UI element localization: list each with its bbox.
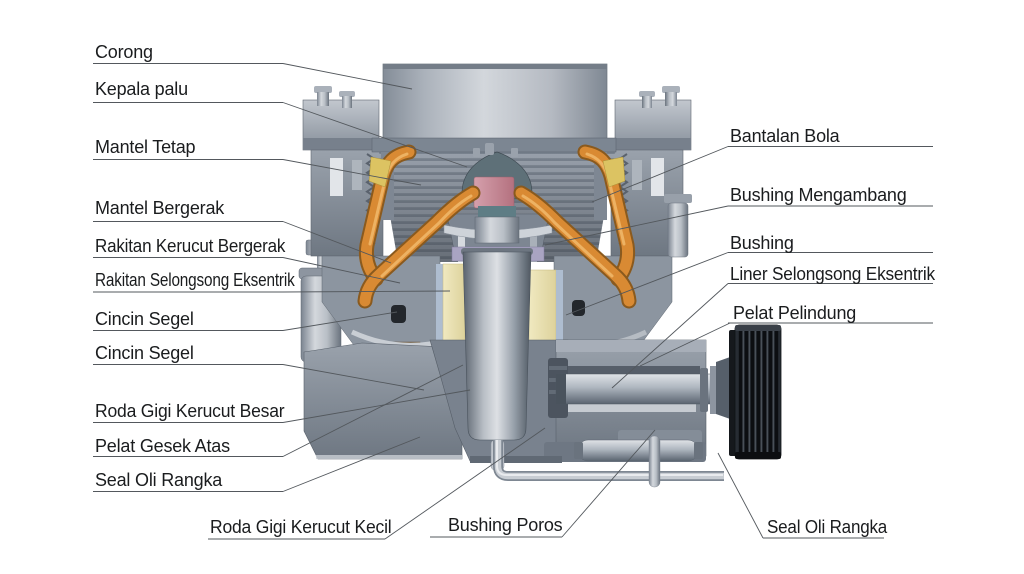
leader-pelat-pelindung	[639, 322, 731, 367]
leader-corong	[282, 63, 413, 90]
leader-mantel-bergerak	[282, 221, 392, 264]
leader-bushing	[565, 252, 729, 316]
leader-cincin-segel-1	[282, 311, 398, 331]
leader-bushing-mengambang	[544, 205, 729, 246]
leader-bantalan-bola	[591, 146, 729, 203]
leader-seal-oli-rangka-kanan	[717, 452, 764, 539]
leader-rakitan-kerucut-bergerak	[282, 257, 401, 284]
leader-liner-selongsong-eksentrik	[611, 283, 729, 389]
leader-bushing-poros	[561, 429, 656, 538]
oil-pipes	[493, 435, 724, 488]
leader-kepala-palu	[282, 102, 468, 168]
shaft-bushing	[568, 404, 696, 412]
leader-seal-oli-rangka-kiri	[282, 436, 421, 492]
leader-roda-gigi-kerucut-besar	[282, 389, 471, 423]
drive-pulley	[729, 324, 782, 460]
seal-ring-upper	[391, 305, 406, 323]
leader-pelat-gesek-atas	[282, 364, 464, 457]
leader-cincin-segel-2	[282, 364, 425, 391]
crusher-head-assembly	[461, 143, 533, 244]
leader-mantel-tetap	[282, 159, 422, 186]
countershaft	[555, 356, 739, 420]
leader-roda-gigi-kerucut-kecil	[384, 427, 546, 540]
eccentric-bushing	[436, 263, 563, 353]
bowl-clamp-bolt	[664, 194, 692, 258]
leader-rakitan-selongsong-eksentrik	[282, 290, 451, 293]
